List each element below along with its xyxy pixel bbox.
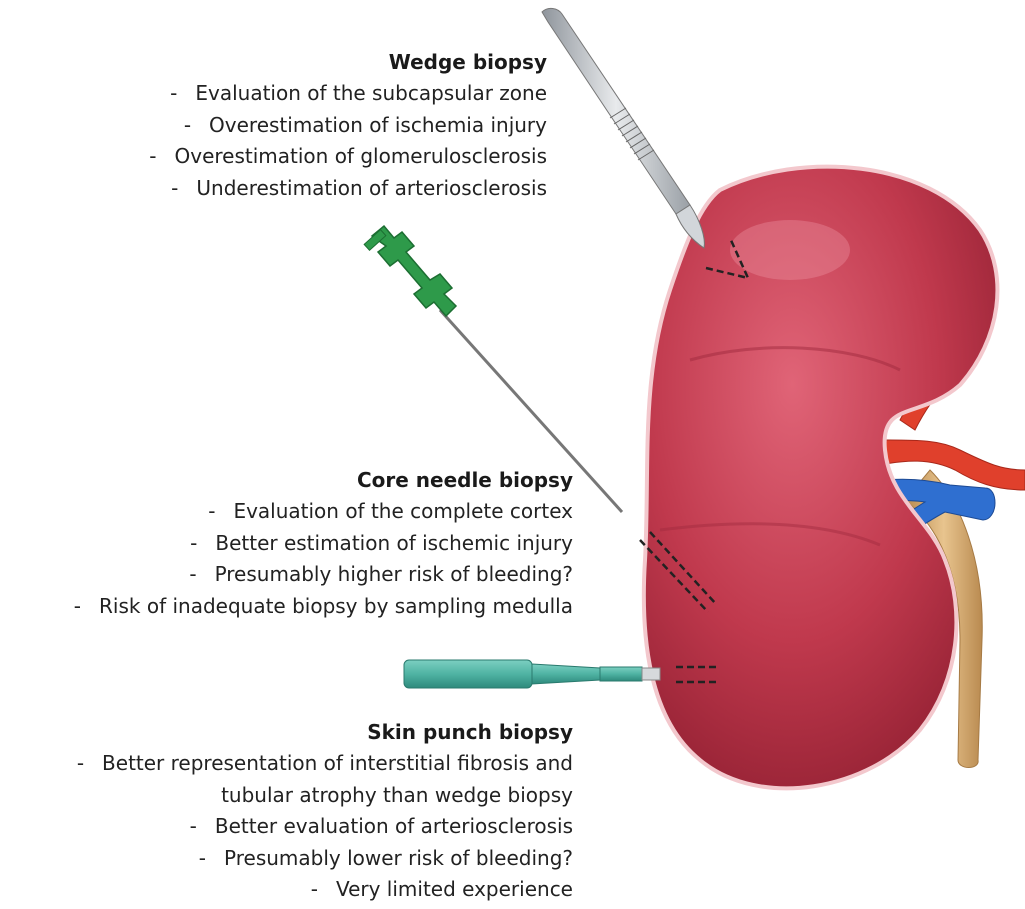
skin-punch-biopsy-section: Skin punch biopsy -Better representation… bbox=[77, 716, 573, 906]
list-item: -Very limited experience bbox=[77, 874, 573, 906]
skin-punch-biopsy-title: Skin punch biopsy bbox=[77, 716, 573, 748]
wedge-biopsy-title: Wedge biopsy bbox=[149, 46, 547, 78]
list-item: -Presumably lower risk of bleeding? bbox=[77, 843, 573, 875]
core-needle-biopsy-title: Core needle biopsy bbox=[74, 464, 573, 496]
core-needle-biopsy-section: Core needle biopsy -Evaluation of the co… bbox=[74, 464, 573, 622]
list-item: -Underestimation of arteriosclerosis bbox=[149, 173, 547, 205]
scalpel-icon bbox=[542, 8, 704, 248]
list-item: -Evaluation of the subcapsular zone bbox=[149, 78, 547, 110]
list-item: -Better evaluation of arteriosclerosis bbox=[77, 811, 573, 843]
list-item: -Evaluation of the complete cortex bbox=[74, 496, 573, 528]
list-item: -Presumably higher risk of bleeding? bbox=[74, 559, 573, 591]
list-item: -Better estimation of ischemic injury bbox=[74, 528, 573, 560]
list-item-continuation: tubular atrophy than wedge biopsy bbox=[77, 780, 573, 812]
list-item: -Risk of inadequate biopsy by sampling m… bbox=[74, 591, 573, 623]
list-item: -Better representation of interstitial f… bbox=[77, 748, 573, 780]
skin-punch-icon bbox=[404, 660, 660, 688]
wedge-biopsy-section: Wedge biopsy -Evaluation of the subcapsu… bbox=[149, 46, 547, 204]
list-item: -Overestimation of ischemia injury bbox=[149, 110, 547, 142]
list-item: -Overestimation of glomerulosclerosis bbox=[149, 141, 547, 173]
